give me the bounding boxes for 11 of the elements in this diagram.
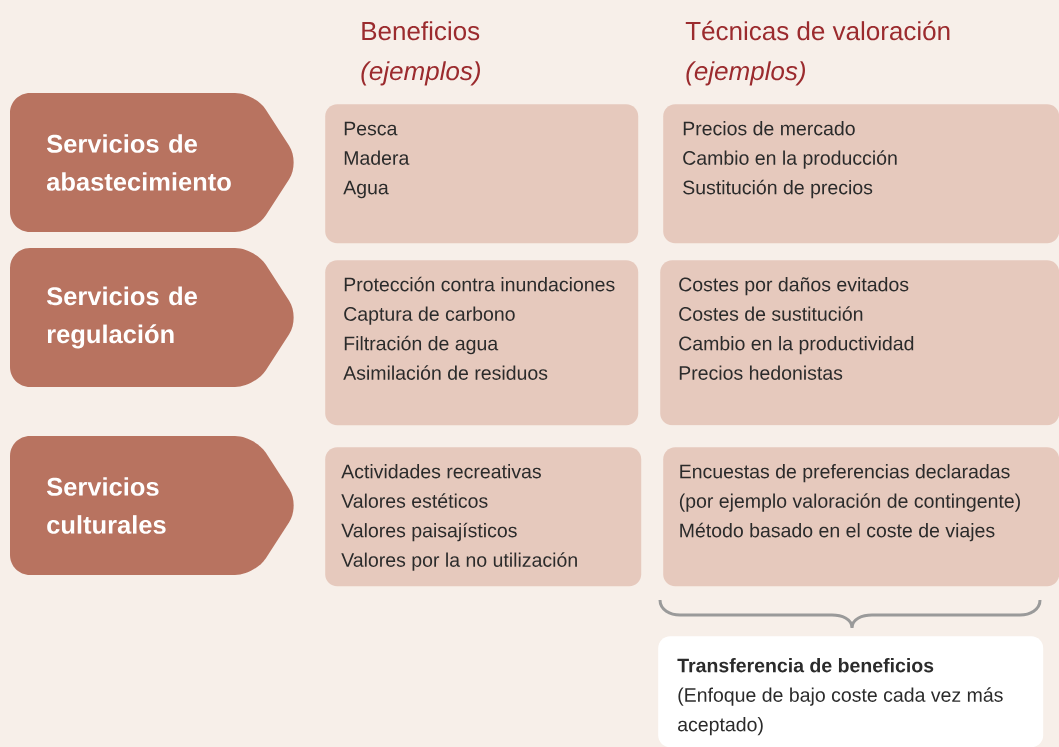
column-heading: (ejemplos): [686, 61, 805, 86]
text-box: Costes por daños evitados Costes de sustitución Cambio en la productividad Precios hedonistas: [660, 260, 1059, 426]
text-box: Pesca Madera Agua: [325, 104, 639, 244]
text-box: Protección contra inundaciones Captura de carbono Filtración de agua Asimilación de residuos: [325, 260, 639, 426]
note-box: Transferencia de beneficios (Enfoque de bajo coste cada vez más aceptado): [658, 636, 1044, 747]
text-box: Precios de mercado Cambio en la producción Sustitución de precios: [663, 104, 1059, 244]
column-heading: Técnicas de valoración: [685, 20, 950, 41]
text-box: Encuestas de preferencias declaradas (por ejemplo valoración de contingente) Método basado en el coste de viajes: [663, 447, 1059, 587]
column-heading: (ejemplos): [361, 61, 480, 86]
column-heading: Beneficios: [362, 21, 480, 41]
text-box: Actividades recreativas Valores estéticos Valores paisajísticos Valores por la no utilización: [325, 447, 642, 587]
